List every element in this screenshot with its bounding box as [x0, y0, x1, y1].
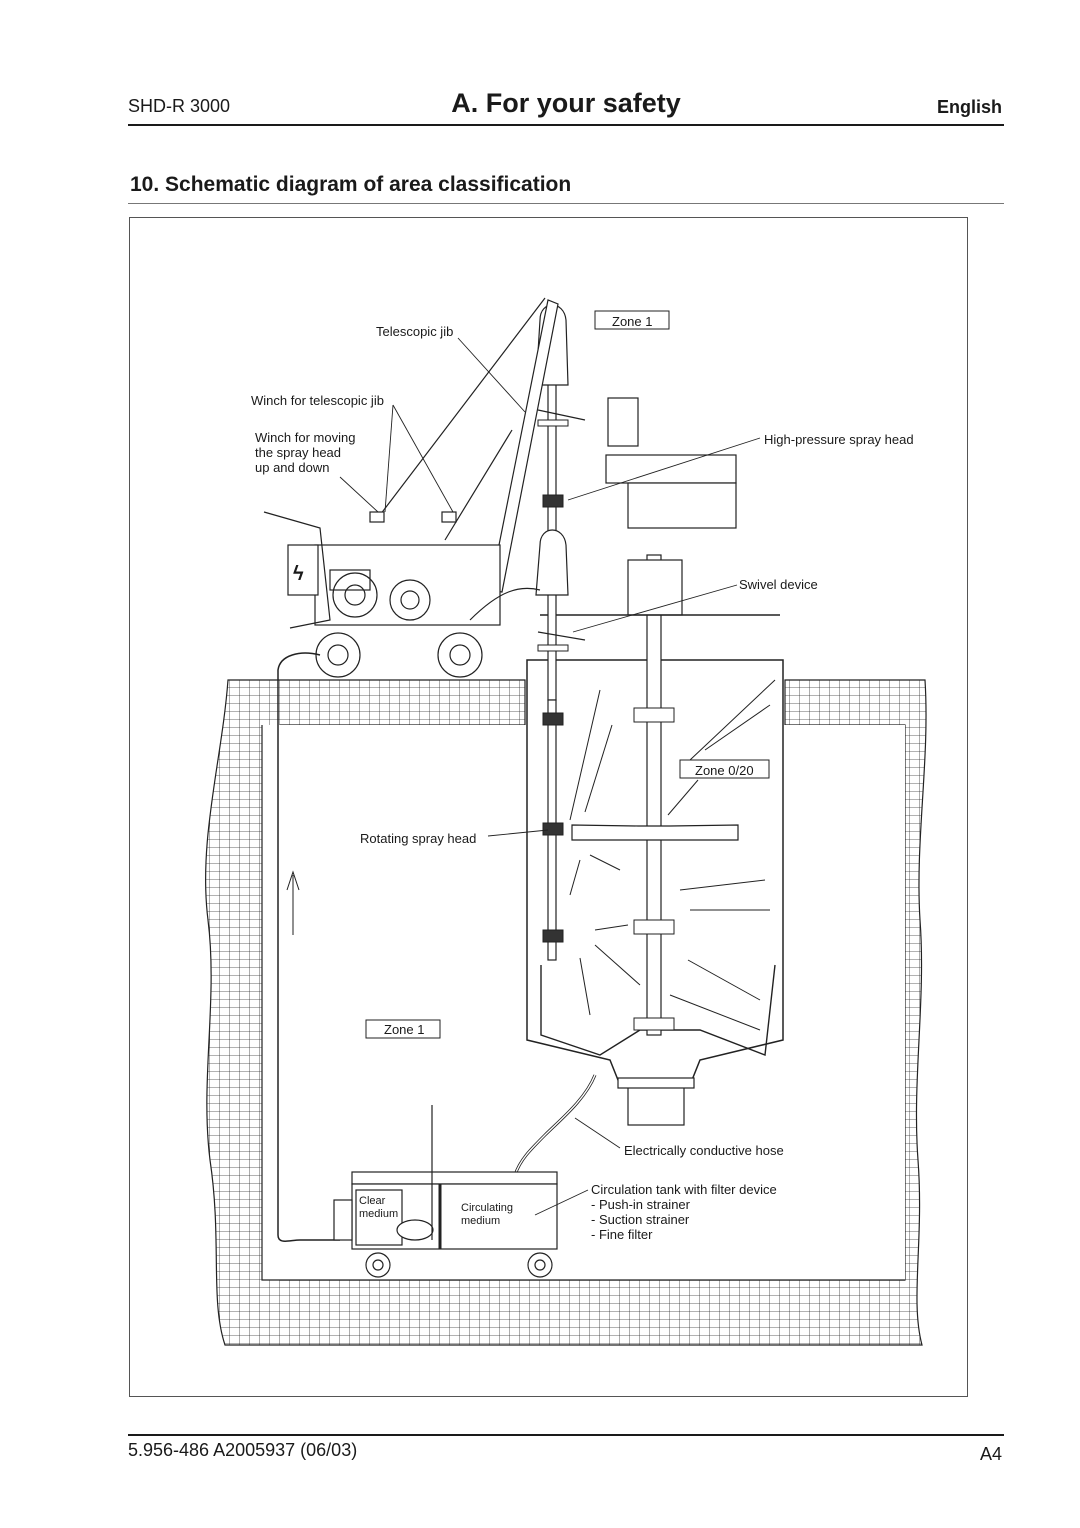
page-header: SHD-R 3000 A. For your safety English — [128, 88, 1004, 126]
flow-arrow-icon — [286, 870, 300, 935]
zone-box-top — [594, 310, 670, 330]
circ-tank-label: Circulation tank with filter device — [591, 1182, 777, 1197]
clear-medium-label-2: medium — [359, 1208, 398, 1220]
agitator-shaft — [646, 554, 662, 1036]
push-in-label: - Push-in strainer — [591, 1197, 691, 1212]
lightning-icon: ϟ — [293, 563, 304, 585]
feed-hose — [277, 652, 340, 1242]
fine-filter-label: - Fine filter — [591, 1227, 653, 1242]
section-heading: 10. Schematic diagram of area classifica… — [130, 173, 572, 196]
winch-move-label-3: up and down — [255, 460, 329, 475]
winch-jib-label: Winch for telescopic jib — [251, 393, 384, 408]
conductive-hose-label: Electrically conductive hose — [624, 1143, 784, 1158]
zone-top-label: Zone 1 — [612, 314, 652, 329]
zone-pit-label: Zone 1 — [384, 1022, 424, 1037]
high-pressure-head-label: High-pressure spray head — [764, 432, 914, 447]
clear-medium-label-1: Clear — [359, 1195, 386, 1207]
swivel-device-label: Swivel device — [739, 577, 818, 592]
diagram-frame — [129, 217, 968, 1397]
winch-move-label-2: the spray head — [255, 445, 341, 460]
circulating-medium-label-1: Circulating — [461, 1202, 513, 1214]
spray-lance — [535, 304, 569, 961]
zone-box-tank — [679, 759, 770, 779]
tank-outlet — [627, 1084, 685, 1126]
zone-tank-label: Zone 0/20 — [695, 763, 754, 778]
model-name: SHD-R 3000 — [128, 96, 231, 116]
page-footer: 5.956-486 A2005937 (06/03) A4 — [128, 1434, 1004, 1464]
circulating-medium-label-2: medium — [461, 1215, 500, 1227]
trolley — [263, 511, 541, 678]
section-heading-bar: 10. Schematic diagram of area classifica… — [128, 173, 1004, 204]
agitator-blade — [571, 824, 739, 841]
page-number: A4 — [979, 1444, 1002, 1464]
document-code: 5.956-486 A2005937 (06/03) — [128, 1440, 358, 1460]
suction-label: - Suction strainer — [591, 1212, 690, 1227]
circulation-tank — [333, 1105, 558, 1278]
zone-box-pit — [365, 1019, 441, 1039]
language-label: English — [936, 97, 1002, 117]
telescopic-jib-label: Telescopic jib — [376, 324, 453, 339]
chapter-title: A. For your safety — [451, 88, 681, 118]
winch-move-label-1: Winch for moving — [255, 430, 355, 445]
rotating-head-label: Rotating spray head — [360, 831, 476, 846]
